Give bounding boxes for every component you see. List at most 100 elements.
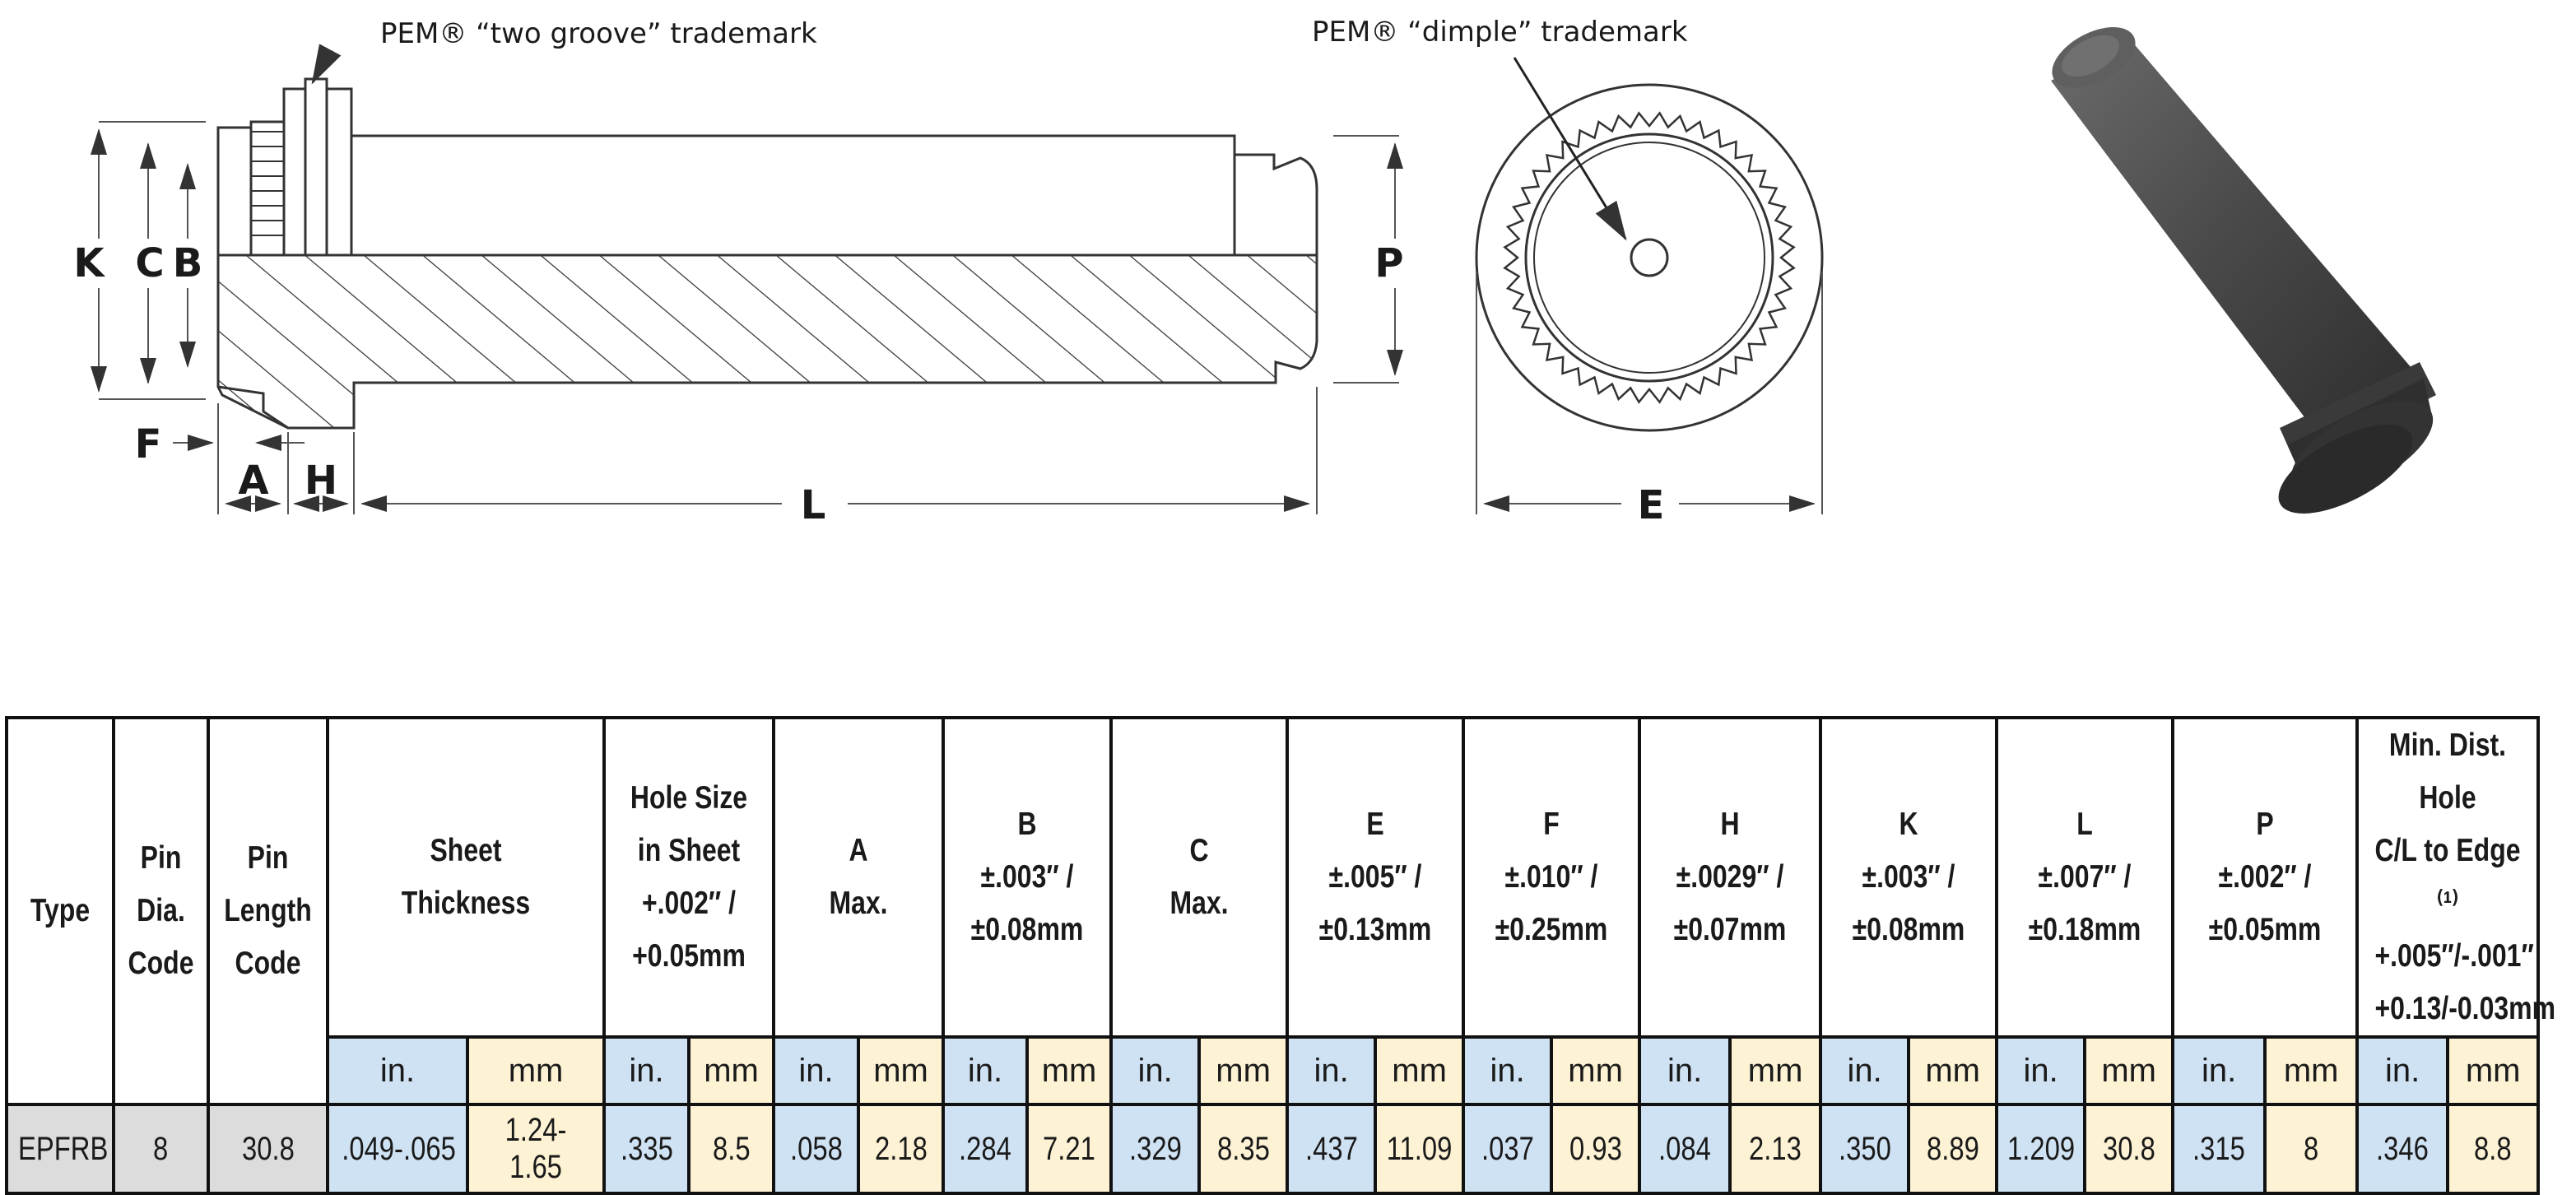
cell-type: EPFRB (5, 1103, 115, 1195)
groove-3 (325, 87, 353, 257)
header-line: E (1366, 807, 1384, 842)
cell-a-in: .058 (772, 1103, 861, 1195)
header-line: ±0.18mm (2028, 912, 2141, 947)
header-line: C (1189, 833, 1209, 868)
side-view (216, 77, 1318, 430)
dimple-callout: PEM® “dimple” trademark (1312, 16, 1688, 49)
dim-label-h: H (305, 458, 337, 504)
header-type: Type (15, 716, 105, 1106)
header-k: K ±.003″ / ±0.08mm (1834, 716, 1983, 1039)
unit-mm-c: mm (1197, 1035, 1290, 1106)
cell-p-mm: 8 (2263, 1103, 2360, 1195)
header-line: Thickness (401, 886, 531, 921)
cell-h-in: .084 (1638, 1103, 1732, 1195)
unit-in-p: in. (2171, 1035, 2267, 1106)
cell-b-mm: 7.21 (1025, 1103, 1114, 1195)
header-line: P (2256, 807, 2274, 842)
header-line: H (1720, 807, 1740, 842)
pin-3d-render (2051, 27, 2436, 514)
header-line: ±0.13mm (1318, 912, 1432, 947)
unit-in-h: in. (1638, 1035, 1732, 1106)
header-f: F±.010″ /±0.25mm (1477, 716, 1625, 1039)
header-line: Length (224, 893, 312, 928)
header-line: +0.05mm (632, 938, 746, 974)
table-row: EPFRB 8 30.8 .049-.065 1.24-1.65 .335 8.… (5, 1103, 2576, 1195)
header-line: in Sheet (637, 833, 741, 868)
unit-mm-k: mm (1907, 1035, 1999, 1106)
header-line: ±0.07mm (1673, 912, 1787, 947)
cell-sheet-mm: 1.24-1.65 (465, 1103, 607, 1195)
flange-face (216, 126, 253, 257)
header-e: E ±.005″ / ±0.13mm (1301, 716, 1449, 1039)
outer-circle (1475, 83, 1824, 432)
header-line: ±0.08mm (1852, 912, 1965, 947)
unit-mm-l: mm (2083, 1035, 2175, 1106)
header-line: +.005″/-.001″ (2374, 938, 2534, 974)
cell-min-dist-in: .346 (2355, 1103, 2450, 1195)
cell-hole-in: .335 (602, 1103, 691, 1195)
header-line: B (1017, 807, 1037, 842)
dim-label-f: F (135, 421, 162, 467)
dim-label-p: P (1374, 240, 1403, 286)
header-b: B ±.003″ / ±0.08mm (956, 716, 1098, 1039)
technical-drawing: PEM® “two groove” trademark K C B F A H … (73, 16, 2436, 528)
cell-e-mm: 11.09 (1374, 1103, 1466, 1195)
header-line: ±.005″ / (1328, 859, 1422, 895)
two-groove-callout: PEM® “two groove” trademark (380, 17, 817, 50)
header-line: ±.003″ / (1862, 859, 1955, 895)
header-line: Max. (829, 886, 888, 921)
unit-in-a: in. (772, 1035, 861, 1106)
header-p: P ±.002″ / ±0.05mm (2188, 716, 2342, 1039)
header-line: ±.003″ / (980, 859, 1074, 895)
cell-h-mm: 2.13 (1728, 1103, 1823, 1195)
header-line: Sheet (430, 833, 502, 868)
unit-in-sheet: in. (326, 1035, 469, 1106)
unit-in-min: in. (2355, 1035, 2450, 1106)
header-line: ±.0029″ / (1676, 859, 1784, 895)
header-line: ±0.08mm (970, 912, 1084, 947)
dim-label-l: L (801, 482, 826, 528)
cell-sheet-in: .049-.065 (326, 1103, 469, 1195)
header-line: K (1899, 807, 1918, 842)
cell-b-in: .284 (942, 1103, 1030, 1195)
header-line: Hole Size (630, 780, 748, 816)
header-line: Pin (247, 840, 289, 876)
cell-min-dist-mm: 8.8 (2446, 1103, 2541, 1195)
cell-pin-dia: 8 (112, 1103, 210, 1195)
header-line: Dia. (137, 893, 185, 928)
unit-in-k: in. (1819, 1035, 1911, 1106)
header-line: +0.13/-0.03mm (2374, 991, 2556, 1026)
header-h: H ±.0029″ / ±0.07mm (1654, 716, 1806, 1039)
cell-a-mm: 2.18 (857, 1103, 946, 1195)
cell-p-in: .315 (2171, 1103, 2267, 1195)
unit-mm-min: mm (2446, 1035, 2541, 1106)
cell-f-in: .037 (1462, 1103, 1554, 1195)
header-line: F (1543, 807, 1560, 842)
header-line: ±0.05mm (2208, 912, 2322, 947)
header-line: C/L to Edge ⁽¹⁾ (2374, 833, 2521, 921)
header-line: ±.002″ / (2218, 859, 2312, 895)
dim-label-k: K (73, 240, 105, 286)
cell-l-in: 1.209 (1995, 1103, 2087, 1195)
dimple (1630, 238, 1669, 277)
cell-c-mm: 8.35 (1197, 1103, 1290, 1195)
cell-pin-length: 30.8 (207, 1103, 329, 1195)
cell-k-mm: 8.89 (1907, 1103, 1999, 1195)
header-line: Min. Dist. Hole (2389, 728, 2507, 816)
unit-in-l: in. (1995, 1035, 2087, 1106)
dim-label-c: C (135, 240, 164, 286)
header-line: Pin (140, 840, 182, 876)
section-hatch (216, 253, 1318, 430)
unit-mm-b: mm (1025, 1035, 1114, 1106)
cell-c-in: .329 (1109, 1103, 1202, 1195)
cell-k-in: .350 (1819, 1103, 1911, 1195)
header-line: ±0.25mm (1495, 912, 1608, 947)
dim-label-a: A (238, 458, 268, 504)
